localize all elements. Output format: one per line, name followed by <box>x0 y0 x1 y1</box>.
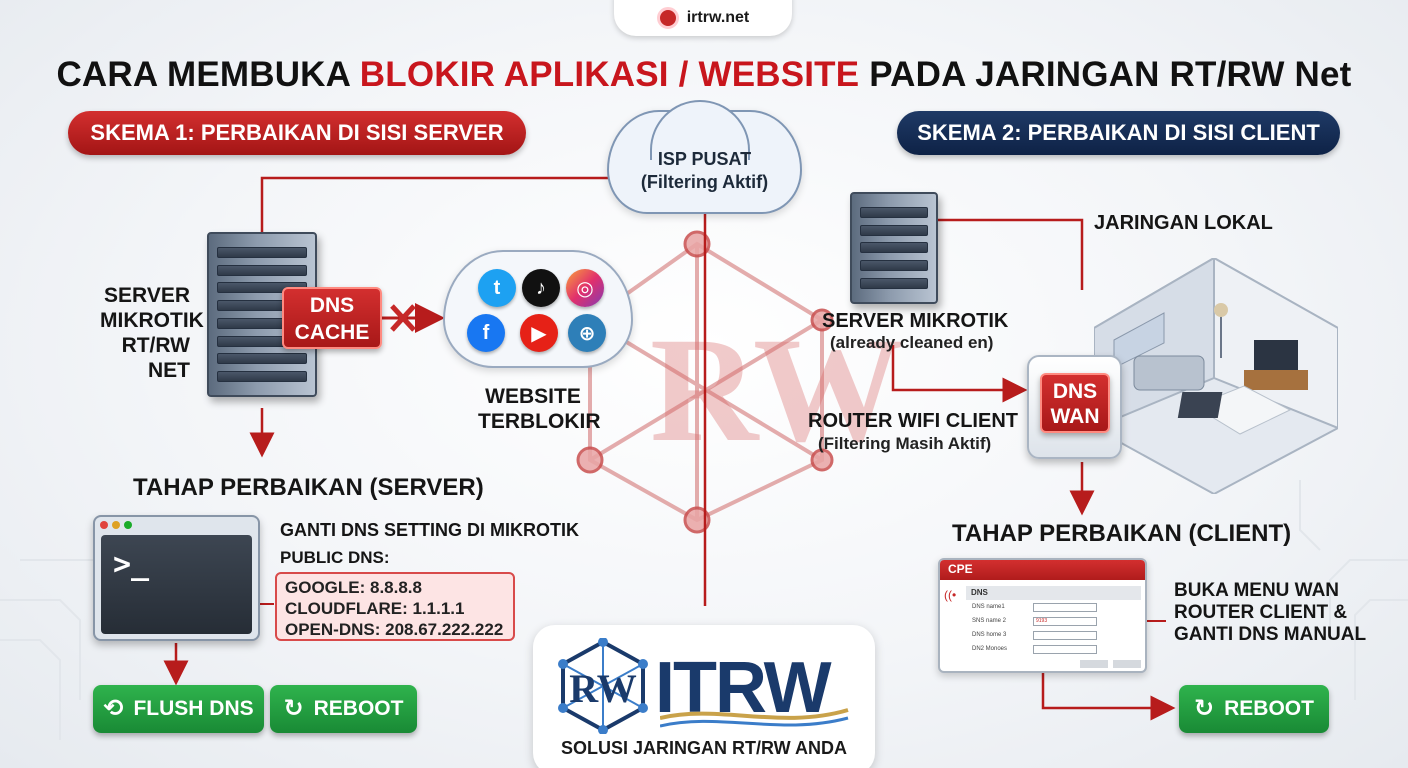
terminal-screen <box>101 535 252 634</box>
client-instruction: BUKA MENU WAN ROUTER CLIENT & GANTI DNS … <box>1174 580 1367 645</box>
dns-cache-box: DNS CACHE <box>282 287 382 349</box>
terminal-prompt: >_ <box>113 547 150 582</box>
cpe-dns3-input[interactable] <box>1033 631 1097 640</box>
cpe-row-label: SNS name 2 <box>972 618 1007 624</box>
blocked-label: WEBSITE TERBLOKIR <box>478 385 601 433</box>
logo-road-graphic <box>660 708 849 728</box>
isp-label: ISP PUSAT (Filtering Aktif) <box>640 149 769 192</box>
server-stage-title: TAHAP PERBAIKAN (SERVER) <box>133 474 484 501</box>
watermark-rw-text: RW <box>650 307 903 473</box>
cpe-cancel-button[interactable] <box>1080 660 1108 668</box>
brand-tab[interactable]: irtrw.net <box>614 0 792 36</box>
cpe-settings-window: CPE <box>938 558 1147 673</box>
facebook-icon: f <box>467 314 505 352</box>
dns-entry-opendns: OPEN-DNS: 208.67.222.222 <box>285 620 504 639</box>
svg-text:RW: RW <box>569 666 636 711</box>
cpe-title: CPE <box>940 560 1145 580</box>
terminal-close-dot <box>100 521 108 529</box>
router-note: (Filtering Masih Aktif) <box>818 434 992 453</box>
public-dns-list: GOOGLE: 8.8.8.8 CLOUDFLARE: 1.1.1.1 OPEN… <box>275 572 515 641</box>
youtube-icon: ▶ <box>520 314 558 352</box>
router-label: ROUTER WIFI CLIENT <box>808 410 1018 432</box>
dns-entry-cloudflare: CLOUDFLARE: 1.1.1.1 <box>285 599 465 618</box>
cpe-row-label: DN2 Monoes <box>972 646 1008 652</box>
client-reboot-button[interactable]: ↻ REBOOT <box>1179 685 1329 733</box>
cpe-dns-section: DNS <box>966 586 1141 600</box>
server-instruction: GANTI DNS SETTING DI MIKROTIK <box>280 520 579 540</box>
terminal-min-dot <box>112 521 120 529</box>
server-mikrotik-label: SERVER MIKROTIK RT/RW NET <box>100 284 204 382</box>
public-dns-label: PUBLIC DNS: <box>280 548 390 567</box>
circuit-traces <box>0 480 1408 740</box>
reboot-icon: ↻ <box>1194 695 1215 722</box>
cpe-dns4-input[interactable] <box>1033 645 1097 654</box>
logo-mark-icon: RW <box>558 638 648 734</box>
dns-entry-google: GOOGLE: 8.8.8.8 <box>285 578 422 597</box>
instagram-icon: ◎ <box>566 269 604 307</box>
cpe-dns1-input[interactable] <box>1033 603 1097 612</box>
dns-wan-box: DNS WAN <box>1040 373 1110 433</box>
scheme-server-badge: SKEMA 1: PERBAIKAN DI SISI SERVER <box>68 111 526 155</box>
client-stage-title: TAHAP PERBAIKAN (CLIENT) <box>952 520 1292 547</box>
flush-dns-button[interactable]: ⟲ FLUSH DNS <box>93 685 264 733</box>
wifi-icon: ((• <box>944 588 957 602</box>
cpe-dns2-input[interactable]: 9193 <box>1033 617 1097 626</box>
flush-icon: ⟲ <box>103 695 124 722</box>
globe-icon: ⊕ <box>568 314 606 352</box>
cpe-row-label: DNS name1 <box>972 604 1005 610</box>
twitter-icon: t <box>478 269 516 307</box>
scheme-client-badge: SKEMA 2: PERBAIKAN DI SISI CLIENT <box>897 111 1340 155</box>
server-reboot-button[interactable]: ↻ REBOOT <box>270 685 417 733</box>
living-room-illustration <box>1094 258 1338 494</box>
blocked-x-icon <box>390 304 416 332</box>
reboot-icon: ↻ <box>283 695 304 722</box>
logo-tagline: SOLUSI JARINGAN RT/RW ANDA <box>560 738 847 758</box>
brand-site: irtrw.net <box>686 9 750 26</box>
client-server-rack-icon <box>850 192 938 304</box>
cpe-save-button[interactable] <box>1113 660 1141 668</box>
page-title: CARA MEMBUKA BLOKIR APLIKASI / WEBSITE P… <box>56 55 1352 94</box>
tiktok-icon: ♪ <box>522 269 560 307</box>
client-server-label: SERVER MIKROTIK <box>822 310 1009 332</box>
local-network-label: JARINGAN LOKAL <box>1094 212 1273 234</box>
client-server-note: (already cleaned en) <box>830 333 994 352</box>
terminal-max-dot <box>124 521 132 529</box>
cpe-row-label: DNS home 3 <box>972 632 1007 638</box>
brand-logo-icon <box>656 7 679 29</box>
